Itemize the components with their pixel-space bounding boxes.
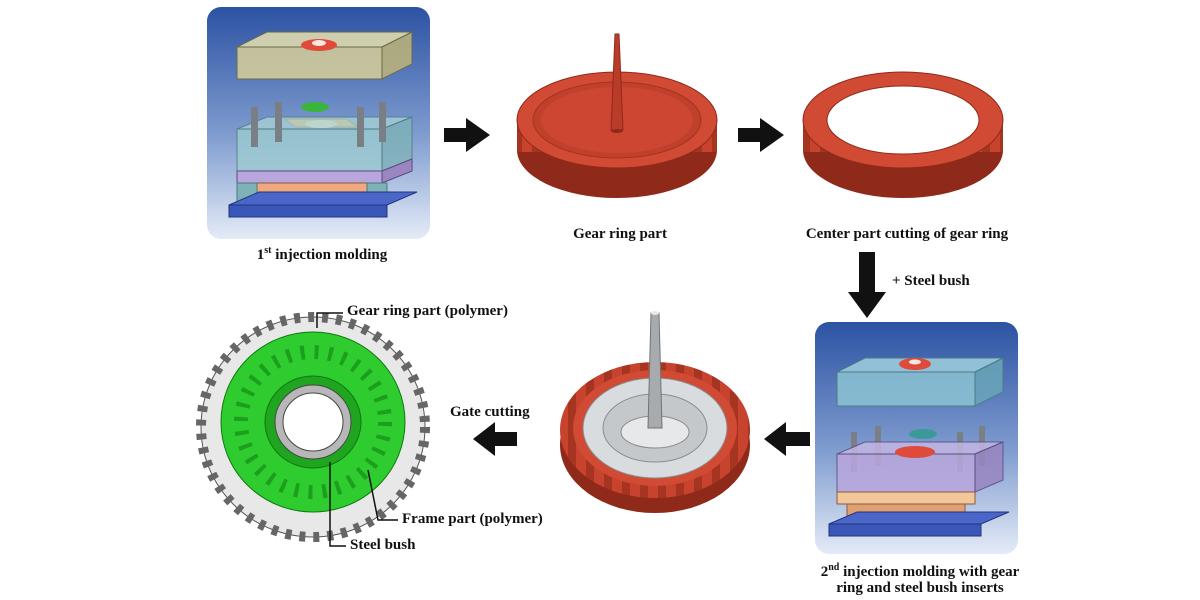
callout-frame-label: Frame part (polymer): [402, 511, 543, 527]
arrow-left-icon: [473, 422, 517, 456]
gear-ring-part-label: Gear ring part: [573, 226, 667, 242]
gear-ring-part-image: [516, 33, 718, 198]
gate-cutting-label: Gate cutting: [450, 404, 530, 420]
center-cut-gear-ring-image: [802, 71, 1004, 198]
first-molding-sup: st: [264, 245, 272, 256]
arrow-right-icon: [444, 118, 490, 152]
second-molding-line2: ring and steel bush inserts: [836, 579, 1004, 596]
second-molding-label: 2nd injection molding with gear ring and…: [790, 562, 1050, 597]
arrow-right-icon: [738, 118, 784, 152]
second-mold-image: [815, 322, 1018, 554]
first-mold-image: [207, 7, 430, 239]
mold-assembly-icon: [228, 31, 418, 218]
arrow-down-icon: [848, 252, 886, 318]
callout-gear-ring-label: Gear ring part (polymer): [347, 303, 508, 319]
final-gear-part-image: [196, 312, 430, 542]
first-molding-prefix: 1: [256, 247, 265, 263]
second-molding-line1: injection molding with gear: [839, 564, 1020, 580]
steel-bush-add-label: + Steel bush: [892, 273, 970, 289]
arrow-left-icon: [764, 422, 810, 456]
mold-assembly-icon: [828, 357, 1010, 537]
first-molding-text: injection molding: [271, 247, 388, 263]
second-molding-sup: nd: [828, 562, 840, 573]
callout-steel-bush-label: Steel bush: [350, 537, 416, 553]
center-cut-label: Center part cutting of gear ring: [805, 226, 1009, 242]
second-molded-part-image: [560, 311, 750, 513]
first-molding-label: 1st injection molding: [222, 245, 422, 264]
second-molding-prefix: 2: [820, 564, 829, 580]
callout-lines: [316, 312, 398, 547]
